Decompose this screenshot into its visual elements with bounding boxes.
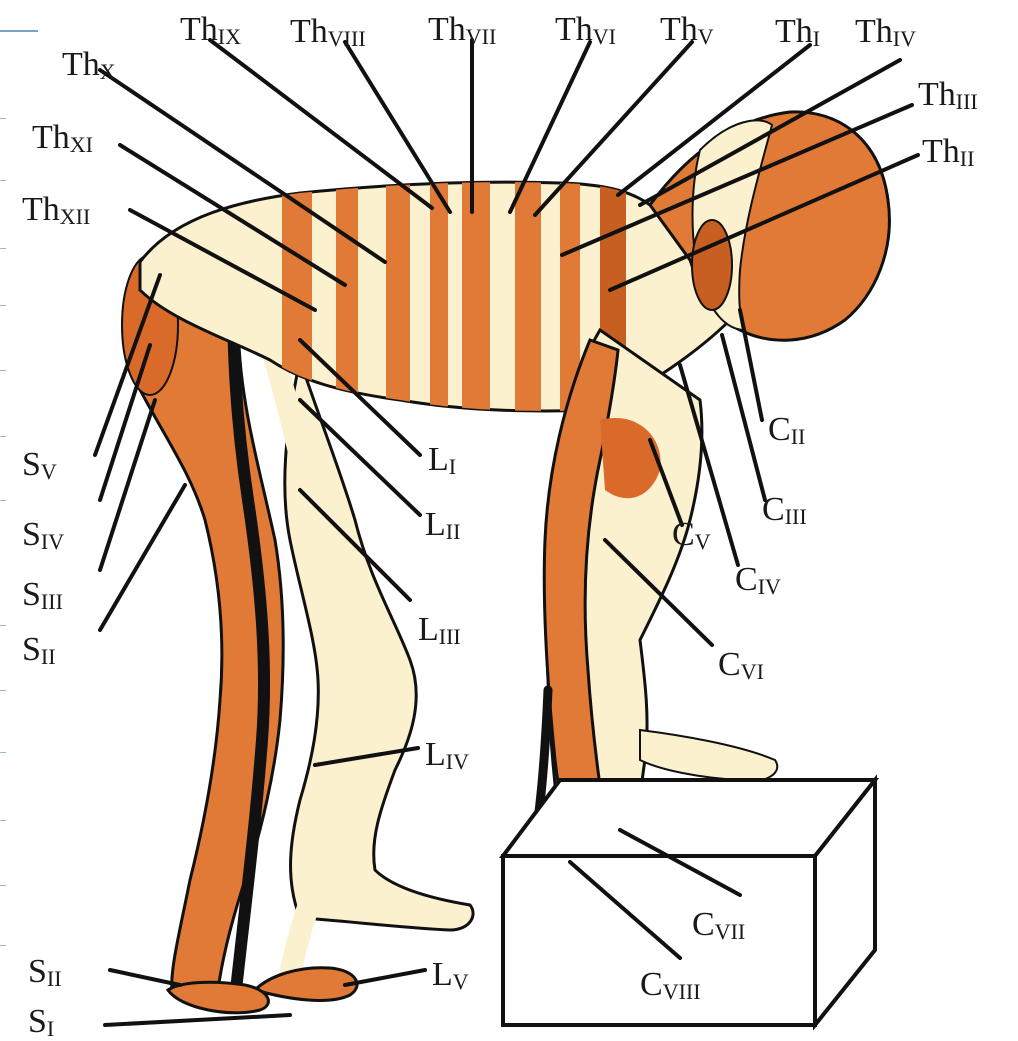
- leader-s-ii: [100, 485, 185, 630]
- label-l-ii: LII: [425, 506, 460, 544]
- label-l-i: LI: [428, 441, 456, 479]
- front-foot: [255, 968, 357, 1001]
- label-th-ii: ThII: [922, 133, 974, 171]
- label-c-iii: CIII: [762, 491, 807, 529]
- label-s-ii-foot: SII: [28, 953, 62, 991]
- label-th-vii: ThVII: [428, 11, 496, 49]
- label-c-vi: CVI: [718, 646, 764, 684]
- leader-th-ix: [210, 40, 432, 208]
- label-th-v: ThV: [660, 11, 714, 49]
- label-c-iv: CIV: [735, 561, 781, 599]
- label-c-ii: CII: [768, 411, 805, 449]
- label-th-ix: ThIX: [180, 11, 241, 49]
- label-th-xi: ThXI: [32, 119, 93, 157]
- label-l-iii: LIII: [418, 611, 461, 649]
- leader-c-iii: [722, 335, 765, 500]
- label-th-iv: ThIV: [855, 13, 916, 51]
- box-top: [503, 780, 875, 856]
- leader-s-ii-foot: [110, 970, 180, 985]
- label-c-v: CV: [672, 516, 711, 554]
- label-th-xii: ThXII: [22, 191, 90, 229]
- rear-foot: [168, 982, 268, 1013]
- ear: [692, 220, 732, 310]
- leader-s-i: [105, 1015, 290, 1025]
- label-s-iii: SIII: [22, 576, 63, 614]
- band-th-viii: [462, 180, 490, 420]
- band-th-vi: [515, 180, 541, 420]
- label-s-i: SI: [28, 1003, 54, 1041]
- label-s-ii: SII: [22, 631, 56, 669]
- label-th-x: ThX: [62, 46, 116, 84]
- band-th-x: [386, 180, 410, 420]
- band-th-ix: [430, 180, 448, 420]
- label-th-viii: ThVIII: [290, 13, 366, 51]
- label-s-v: SV: [22, 446, 57, 484]
- hand-cream: [640, 730, 777, 781]
- label-l-v: LV: [432, 956, 469, 994]
- label-s-iv: SIV: [22, 516, 64, 554]
- label-th-vi: ThVI: [555, 11, 616, 49]
- leader-s-iii: [100, 400, 155, 570]
- leader-l-v: [345, 970, 425, 985]
- label-th-iii: ThIII: [918, 76, 978, 114]
- label-th-i: ThI: [775, 13, 820, 51]
- label-l-iv: LIV: [425, 736, 469, 774]
